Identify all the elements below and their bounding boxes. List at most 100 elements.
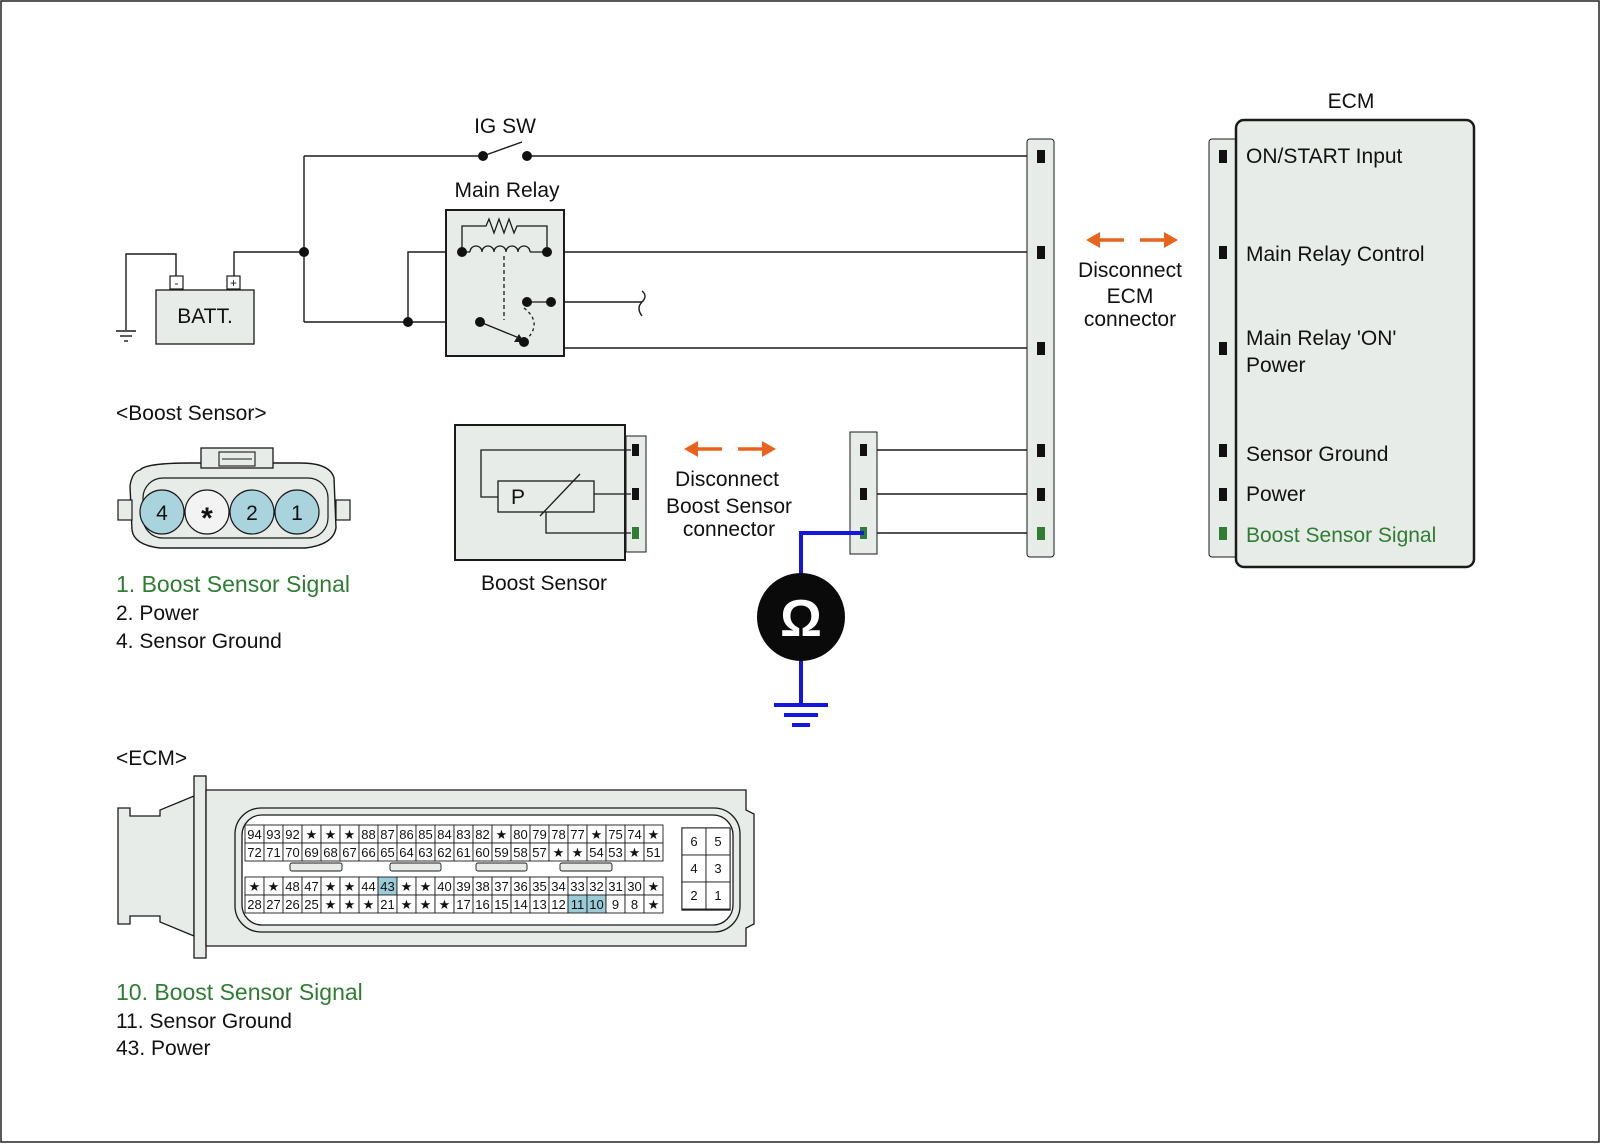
ecm-harness-pin-6: [1037, 527, 1045, 540]
boost-pin-1: [274, 489, 320, 535]
ecm-pin-number: 53: [608, 845, 622, 860]
ecm-pin-number: 80: [513, 827, 527, 842]
battery-box: [155, 289, 255, 345]
ecm-small-pin-cell: [681, 854, 707, 883]
ecm-pin-number: 26: [285, 897, 299, 912]
main-relay-label: Main Relay: [454, 179, 560, 202]
ecm-legend-3: 43. Power: [116, 1037, 211, 1060]
ecm-small-pin-number: 4: [690, 861, 697, 876]
ecm-harness-pin-2: [1037, 246, 1045, 259]
disconnect-ecm-line2: ECM: [1107, 285, 1154, 308]
ecm-pin-number: ★: [648, 879, 660, 894]
boost-connector-pin-2: [632, 488, 639, 500]
boost-pin-label-1: 1: [291, 502, 303, 525]
ecm-pin-number: 62: [437, 845, 451, 860]
ecm-pin-number: ★: [344, 879, 356, 894]
ecm-pin-number: 60: [475, 845, 489, 860]
ecm-pin-4: [1219, 444, 1227, 457]
battery-pos-post: [226, 275, 241, 290]
boost-connector-title: <Boost Sensor>: [116, 402, 267, 425]
ecm-box: [1234, 118, 1476, 569]
ecm-pin-number: ★: [553, 845, 565, 860]
ecm-row-key: [289, 862, 343, 872]
harness-pin-1: [860, 444, 867, 456]
ecm-pin-number: ★: [306, 827, 318, 842]
boost-pin-label-2: 2: [246, 502, 258, 525]
ecm-pin-number: 43: [380, 879, 394, 894]
ecm-pin-number: 94: [247, 827, 261, 842]
ecm-pin-number: ★: [591, 827, 603, 842]
ecm-pin-number: 93: [266, 827, 280, 842]
ecm-harness-pin-3: [1037, 342, 1045, 355]
ecm-pin-number: 88: [361, 827, 375, 842]
ecm-pin-number: 59: [494, 845, 508, 860]
ecm-pin-number: ★: [249, 879, 261, 894]
ecm-pin-number: 85: [418, 827, 432, 842]
ecm-small-pin-cell: [705, 827, 731, 856]
ecm-pin-number: 63: [418, 845, 432, 860]
ecm-pin-cell: [643, 894, 664, 914]
ecm-terminal-main-relay-power: Power: [1246, 354, 1306, 377]
ecm-small-pin-cell: [705, 881, 731, 910]
disconnect-boost-line2: Boost Sensor: [666, 495, 792, 518]
ecm-small-pin-cell: [705, 854, 731, 883]
ecm-pin-number: ★: [629, 845, 641, 860]
ecm-pin-number: 35: [532, 879, 546, 894]
ecm-terminal-boost-signal: Boost Sensor Signal: [1246, 524, 1436, 547]
ecm-legend-2: 11. Sensor Ground: [116, 1010, 292, 1033]
boost-pin-label-star: *: [201, 502, 213, 535]
wires: [116, 141, 1040, 534]
ecm-pin-number: ★: [344, 897, 356, 912]
disconnect-boost-line3: connector: [683, 518, 775, 541]
ecm-pin-number: ★: [420, 897, 432, 912]
ecm-pin-number: 68: [323, 845, 337, 860]
ecm-harness-pin-4: [1037, 444, 1045, 457]
ecm-pin-number: 31: [608, 879, 622, 894]
ecm-small-pin-number: 3: [714, 861, 721, 876]
ecm-pin-number: 77: [570, 827, 584, 842]
ecm-pin-6: [1219, 527, 1227, 540]
ecm-pin-number: 71: [266, 845, 280, 860]
ecm-pin-number: ★: [648, 827, 660, 842]
ecm-pin-number: 15: [494, 897, 508, 912]
ecm-connector-title: <ECM>: [116, 747, 187, 770]
ecm-pin-number: 38: [475, 879, 489, 894]
ecm-pin-number: 39: [456, 879, 470, 894]
ecm-pin-number: 87: [380, 827, 394, 842]
ecm-pin-number: 36: [513, 879, 527, 894]
ohmmeter: [757, 573, 845, 661]
ecm-pin-number: ★: [439, 897, 451, 912]
boost-connector-pin-1: [632, 444, 639, 456]
ecm-pin-number: 84: [437, 827, 451, 842]
ecm-pin-number: 34: [551, 879, 565, 894]
ecm-pin-number: 58: [513, 845, 527, 860]
disconnect-ecm-line3: connector: [1084, 308, 1176, 331]
ecm-pin-number: 13: [532, 897, 546, 912]
disconnect-ecm-line1: Disconnect: [1078, 259, 1182, 282]
ecm-small-pin-number: 5: [714, 834, 721, 849]
ecm-pin-number: 17: [456, 897, 470, 912]
ecm-row-key: [559, 862, 613, 872]
boost-connector-pin-3: [632, 527, 639, 539]
ecm-pin-number: 78: [551, 827, 565, 842]
ecm-pin-number: ★: [401, 879, 413, 894]
ecm-small-pin-number: 1: [714, 888, 721, 903]
ecm-legend-1: 10. Boost Sensor Signal: [116, 979, 363, 1005]
ecm-pin-number: ★: [420, 879, 432, 894]
ecm-pin-number: 75: [608, 827, 622, 842]
ecm-pin-number: 69: [304, 845, 318, 860]
boost-legend-1: 1. Boost Sensor Signal: [116, 571, 350, 597]
ecm-terminal-on-start: ON/START Input: [1246, 145, 1403, 168]
ecm-pin-number: 67: [342, 845, 356, 860]
ecm-pin-number: 72: [247, 845, 261, 860]
boost-pin-4: [139, 489, 185, 535]
ecm-pin-number: ★: [325, 879, 337, 894]
boost-pin-2: [229, 489, 275, 535]
ecm-pin-1: [1219, 150, 1227, 163]
ecm-pin-number: 27: [266, 897, 280, 912]
ecm-pin-number: 8: [631, 897, 638, 912]
